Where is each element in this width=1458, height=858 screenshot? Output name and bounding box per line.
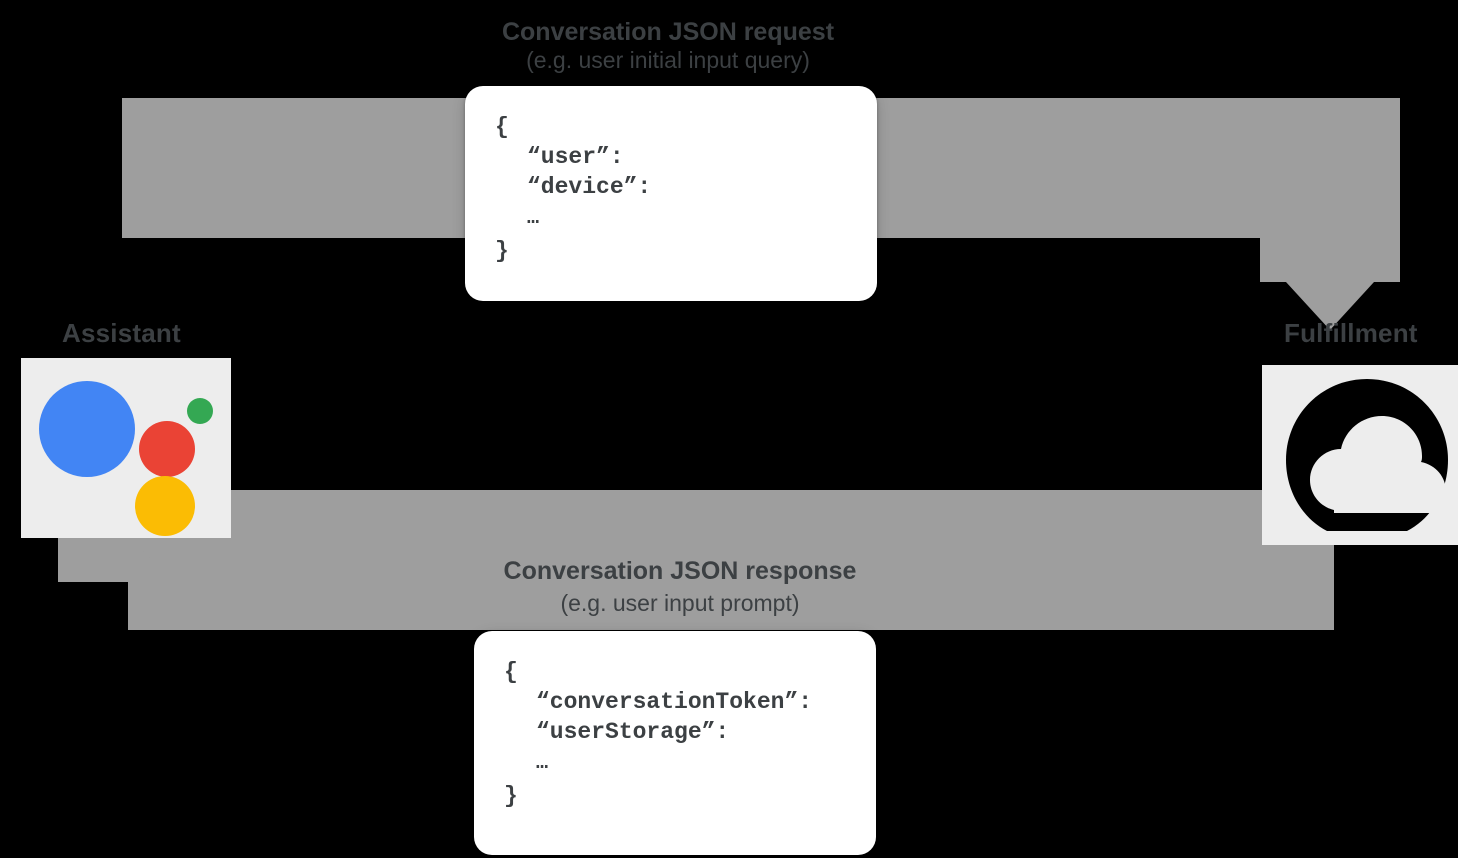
assistant-endpoint [21,358,231,538]
json-ellipsis: … [527,207,540,230]
response-flow-subtitle: (e.g. user input prompt) [560,590,800,616]
request-flow-subtitle: (e.g. user initial input query) [526,47,810,73]
json-close-brace: } [495,238,509,264]
google-assistant-icon [21,358,231,538]
assistant-red-dot [139,421,195,477]
json-key-conversation-token: “conversationToken”: [536,689,813,715]
fulfillment-endpoint [1262,365,1458,545]
json-open-brace: { [495,114,509,140]
fulfillment-label: Fulfillment [1284,318,1418,348]
json-close-brace: } [504,783,518,809]
response-flow-title: Conversation JSON response [503,557,857,585]
json-key-device: “device”: [527,174,652,200]
cloud-icon [1286,379,1448,531]
assistant-blue-dot [39,381,135,477]
request-json-card: { “user”: “device”: … } [465,86,877,301]
response-json-card: { “conversationToken”: “userStorage”: … … [474,631,876,855]
json-key-user-storage: “userStorage”: [536,719,730,745]
json-key-user: “user”: [527,144,624,170]
assistant-yellow-dot [135,476,195,536]
request-flow-title: Conversation JSON request [501,18,835,46]
json-open-brace: { [504,659,518,685]
json-ellipsis: … [536,752,549,775]
assistant-label: Assistant [62,318,181,348]
assistant-green-dot [187,398,213,424]
